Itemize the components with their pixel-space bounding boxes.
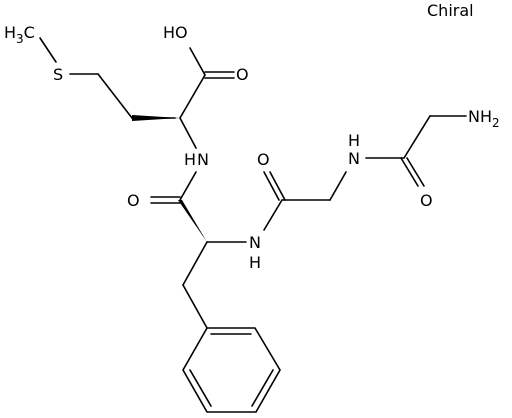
atom-sulfur: S xyxy=(53,65,63,84)
atom-nh-gly2-h: H xyxy=(348,131,360,150)
atom-hydroxyl: HO xyxy=(163,23,188,42)
atom-nh-phe-h: H xyxy=(249,253,261,272)
atom-labels: H3C S HO O N H O N H O N H O NH2 xyxy=(4,23,500,272)
phenyl-ring xyxy=(182,327,281,413)
bond-gly1-co-ch2 xyxy=(403,115,431,159)
atom-nh-gly2-n: N xyxy=(348,149,360,168)
bond-cooh-oh xyxy=(189,47,206,76)
bond-ch2-ring xyxy=(182,284,208,329)
bond-alpha-cooh xyxy=(179,74,206,119)
bond-phe-alpha-ch2 xyxy=(182,241,208,286)
bond-ch3-s xyxy=(39,37,57,63)
atom-oxygen-phe: O xyxy=(127,191,140,210)
chiral-flag: Chiral xyxy=(427,1,474,20)
atom-nh-phe-n: N xyxy=(249,233,261,252)
bond-gly1-co-o-2 xyxy=(406,157,425,187)
atom-ch3: H3C xyxy=(4,23,35,46)
bond-gly1-co-o-1 xyxy=(400,157,419,187)
bond-nh-gly2-co xyxy=(263,199,283,231)
wedge-met-alpha xyxy=(132,115,180,121)
bonds xyxy=(39,37,467,413)
phenyl-inner-3 xyxy=(189,369,212,407)
wedge-phe-alpha xyxy=(178,200,207,242)
atom-oxygen-acid: O xyxy=(236,65,249,84)
bond-gly2-co-o-1 xyxy=(263,171,280,201)
bond-gly2-co-o-2 xyxy=(269,171,286,201)
atom-nh-met-h: H xyxy=(184,150,196,169)
atom-oxygen-gly2: O xyxy=(257,150,270,169)
bond-ch2-ch2 xyxy=(97,73,133,119)
atom-nh-met-n: N xyxy=(197,150,209,169)
atom-nh2: NH2 xyxy=(468,107,500,130)
bond-nh-phe-co xyxy=(179,171,197,201)
phenyl-inner-2 xyxy=(251,369,274,407)
atom-oxygen-gly1: O xyxy=(420,191,433,210)
bond-gly2-ch2-nh xyxy=(329,171,347,201)
bond-alpha-nh xyxy=(179,117,197,149)
